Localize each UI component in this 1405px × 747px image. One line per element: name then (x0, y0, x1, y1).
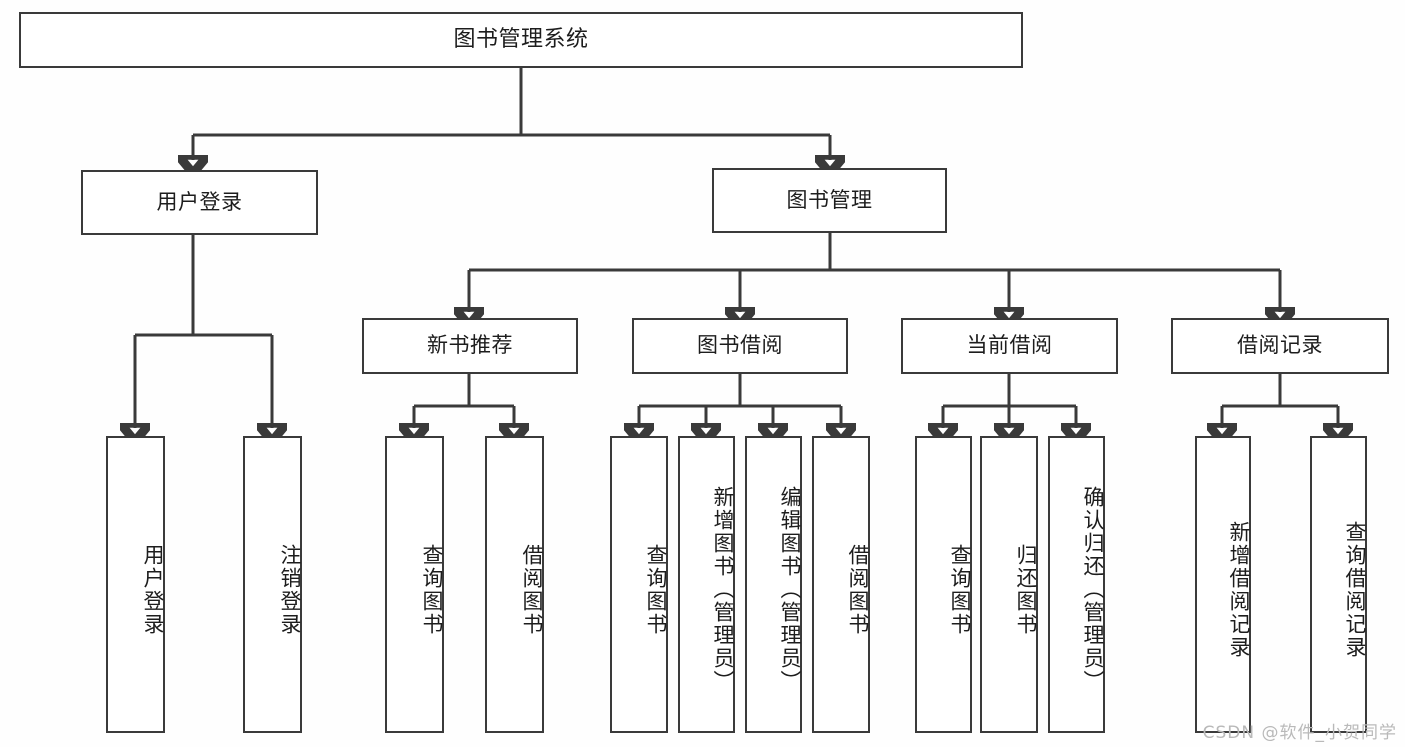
leaf-edit-book-admin[interactable]: 编辑图书（管理员） (745, 436, 802, 733)
node-label: 查询图书 (420, 543, 444, 636)
node-label: 借阅图书 (846, 543, 870, 636)
node-label: 查询图书 (644, 543, 668, 636)
node-label: 图书管理 (786, 187, 873, 212)
node-label: 确认归还（管理员） (1081, 486, 1105, 693)
leaf-add-borrow-record[interactable]: 新增借阅记录 (1195, 436, 1251, 733)
node-label: 图书借阅 (697, 333, 783, 358)
node-label: 借阅记录 (1237, 333, 1323, 358)
leaf-logout-login[interactable]: 注销登录 (243, 436, 302, 733)
node-book-borrow[interactable]: 图书借阅 (632, 318, 848, 374)
node-label: 归还图书 (1014, 543, 1038, 636)
node-root-system[interactable]: 图书管理系统 (19, 12, 1023, 68)
leaf-query-book-borrow[interactable]: 查询图书 (610, 436, 668, 733)
leaf-return-book[interactable]: 归还图书 (980, 436, 1038, 733)
node-book-management[interactable]: 图书管理 (712, 168, 947, 233)
leaf-query-book-current[interactable]: 查询图书 (915, 436, 972, 733)
node-label: 编辑图书（管理员） (778, 486, 802, 693)
leaf-add-book-admin[interactable]: 新增图书（管理员） (678, 436, 735, 733)
node-user-login[interactable]: 用户登录 (81, 170, 318, 235)
node-label: 新书推荐 (427, 333, 513, 358)
node-borrow-record[interactable]: 借阅记录 (1171, 318, 1389, 374)
node-label: 注销登录 (278, 543, 302, 636)
node-label: 新增图书（管理员） (711, 486, 735, 693)
node-label: 图书管理系统 (453, 26, 589, 52)
leaf-borrow-book-new[interactable]: 借阅图书 (485, 436, 544, 733)
node-label: 查询借阅记录 (1343, 520, 1367, 659)
leaf-user-login[interactable]: 用户登录 (106, 436, 165, 733)
node-label: 用户登录 (141, 543, 165, 636)
leaf-query-book-new[interactable]: 查询图书 (385, 436, 444, 733)
node-label: 借阅图书 (520, 543, 544, 636)
node-label: 查询图书 (948, 543, 972, 636)
node-new-book-recommend[interactable]: 新书推荐 (362, 318, 578, 374)
node-label: 当前借阅 (966, 333, 1053, 358)
leaf-query-borrow-record[interactable]: 查询借阅记录 (1310, 436, 1367, 733)
node-label: 用户登录 (156, 189, 243, 214)
leaf-borrow-book[interactable]: 借阅图书 (812, 436, 870, 733)
node-current-borrow[interactable]: 当前借阅 (901, 318, 1118, 374)
node-label: 新增借阅记录 (1227, 520, 1251, 659)
leaf-confirm-return-admin[interactable]: 确认归还（管理员） (1048, 436, 1105, 733)
